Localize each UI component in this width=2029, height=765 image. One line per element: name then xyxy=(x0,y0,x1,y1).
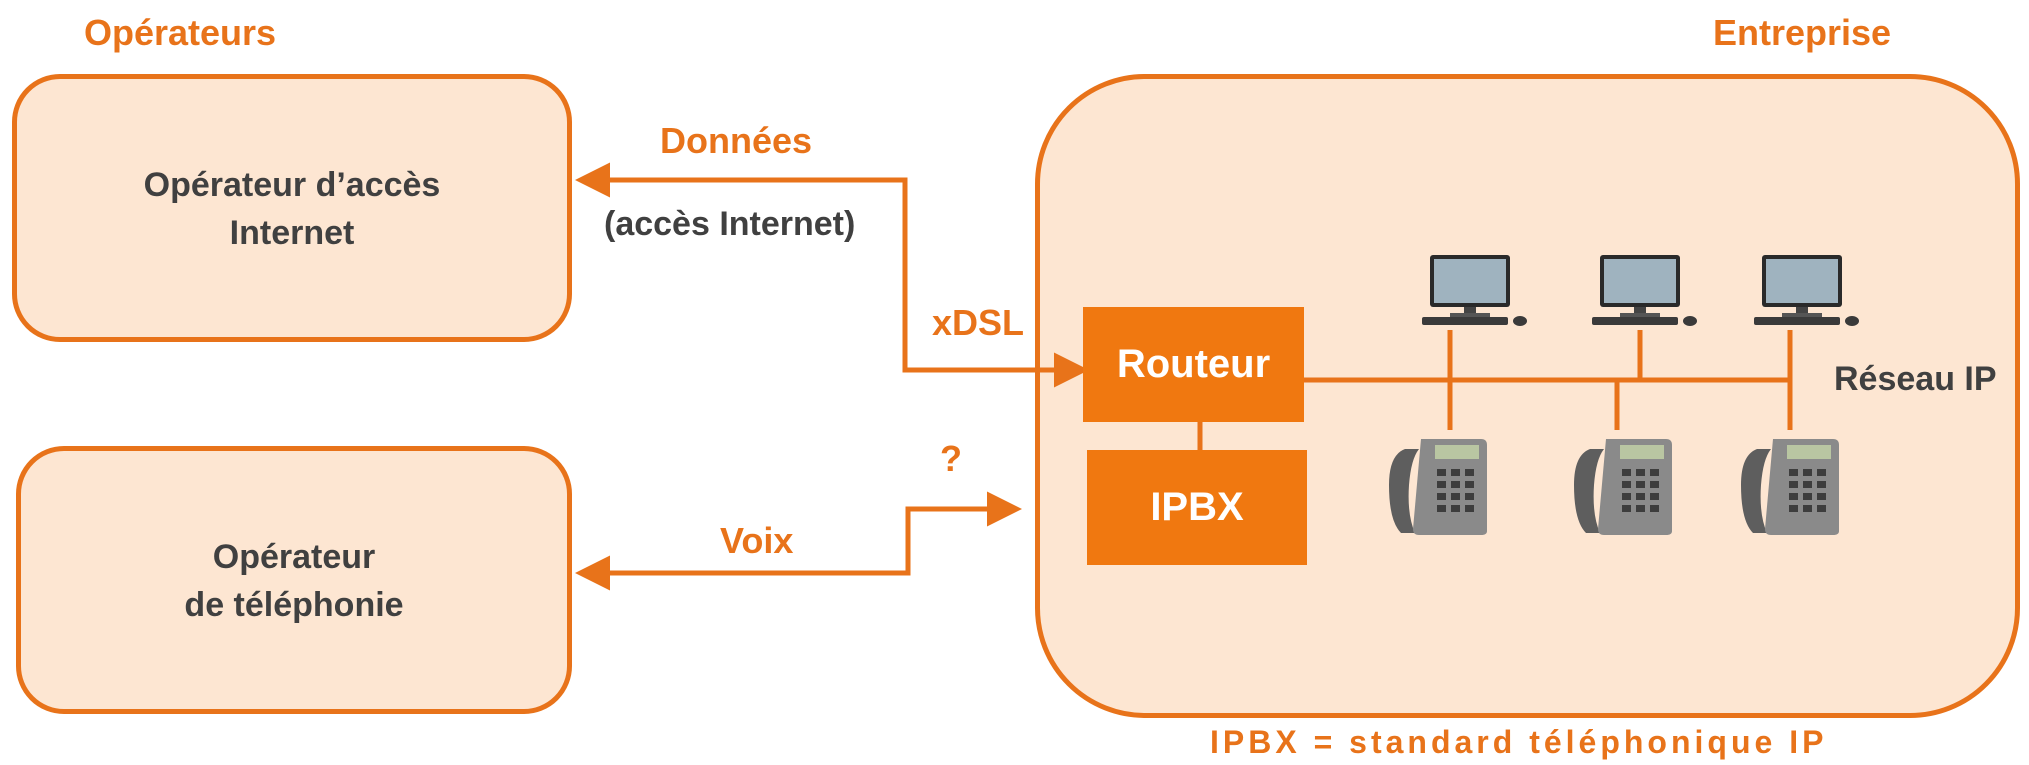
enterprise-heading: Entreprise xyxy=(1713,12,1892,53)
data-label: Données xyxy=(660,120,813,161)
question-label: ? xyxy=(940,438,962,479)
isp-operator-label-line1: Opérateur d’accès xyxy=(143,166,441,204)
ipbx-box: IPBX xyxy=(1087,450,1307,565)
computer-icon xyxy=(1590,255,1700,340)
operators-heading: Opérateurs xyxy=(84,12,277,53)
data-sublabel: (accès Internet) xyxy=(604,205,856,243)
isp-operator-box: Opérateur d’accès Internet xyxy=(12,74,572,342)
voice-label: Voix xyxy=(720,520,794,561)
ip-phone-icon xyxy=(1560,435,1675,545)
computer-icon xyxy=(1752,255,1862,340)
ip-phone-icon xyxy=(1375,435,1490,545)
router-box: Routeur xyxy=(1083,307,1304,422)
telephony-operator-label-line1: Opérateur xyxy=(212,538,376,576)
router-label: Routeur xyxy=(1116,342,1271,386)
network-label: Réseau IP xyxy=(1834,360,1997,398)
data-link-arrow xyxy=(575,162,1089,388)
telephony-operator-box: Opérateur de téléphonie xyxy=(16,446,572,714)
voice-link-arrow xyxy=(575,491,1022,591)
isp-operator-label-line2: Internet xyxy=(229,214,355,252)
telephony-operator-label-line2: de téléphonie xyxy=(184,586,404,624)
computer-icon xyxy=(1420,255,1530,340)
ip-phone-icon xyxy=(1727,435,1842,545)
footnote: IPBX = standard téléphonique IP xyxy=(1210,724,1828,760)
ipbx-label: IPBX xyxy=(1150,485,1244,529)
xdsl-label: xDSL xyxy=(932,302,1025,343)
